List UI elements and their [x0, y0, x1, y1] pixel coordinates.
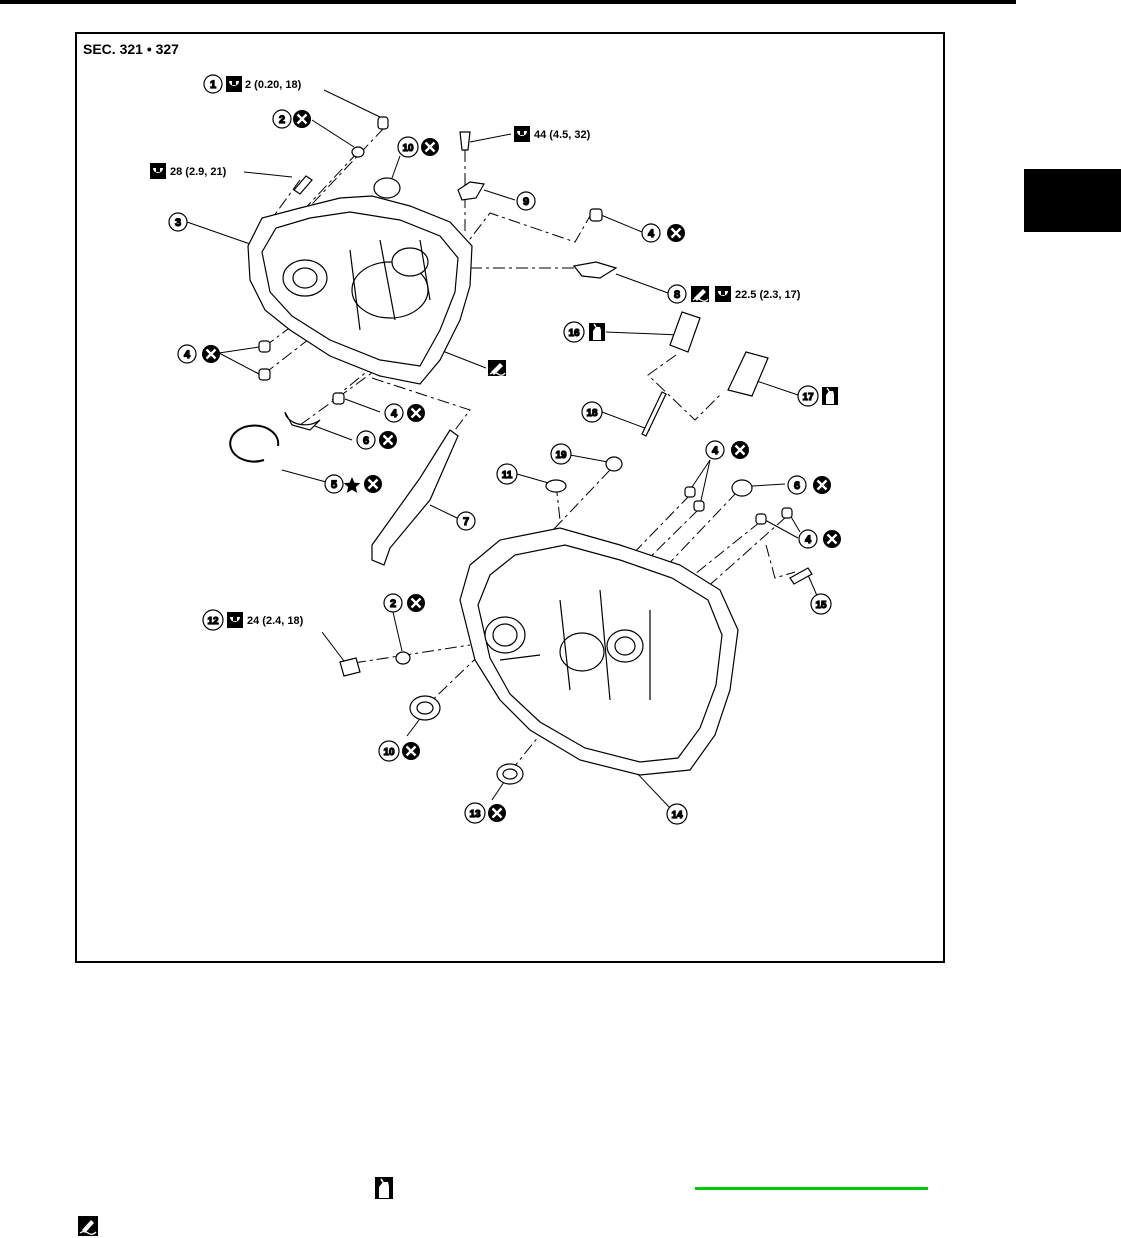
torque-label-bolt: 28 (2.9, 21) — [170, 166, 227, 178]
callout-2-lower: 2 — [383, 593, 403, 613]
clutch-housing — [247, 195, 473, 385]
transmission-case — [459, 527, 739, 776]
callout-6-b: 6 — [787, 475, 807, 495]
callout-6-a-label: 6 — [363, 435, 369, 447]
callout-15-label: 15 — [815, 600, 827, 611]
callout-5-label: 5 — [331, 479, 337, 491]
grease-tube-icon — [375, 1177, 393, 1199]
callout-10-lower: 10 — [378, 740, 400, 762]
callout-9: 9 — [516, 191, 536, 211]
callout-8-label: 8 — [674, 289, 680, 301]
callout-13-label: 13 — [469, 809, 481, 820]
callout-10-upper: 10 — [397, 136, 419, 158]
callout-2-lower-label: 2 — [390, 598, 396, 610]
callout-17: 17 — [797, 385, 819, 407]
callout-16: 16 — [563, 321, 585, 343]
callout-2-upper-label: 2 — [279, 114, 285, 126]
callout-8: 8 — [667, 284, 687, 304]
callout-10-upper-label: 10 — [402, 143, 414, 154]
callout-4-c-label: 4 — [391, 408, 398, 420]
reference-link-underline[interactable] — [695, 1187, 928, 1190]
callout-12: 12 — [202, 609, 224, 631]
callout-5: 5 — [324, 474, 344, 494]
diagram-frame — [75, 32, 945, 963]
callout-6-a: 6 — [356, 430, 376, 450]
star-icon — [343, 477, 361, 493]
callout-4-a-label: 4 — [648, 228, 655, 240]
callout-17-label: 17 — [802, 392, 814, 403]
callout-4-b-label: 4 — [184, 349, 191, 361]
torque-label-12: 24 (2.4, 18) — [247, 615, 304, 627]
callout-18: 18 — [581, 401, 603, 423]
torque-label-1: 2 (0.20, 18) — [245, 79, 302, 91]
callout-7: 7 — [456, 511, 476, 531]
callout-12-label: 12 — [207, 616, 219, 627]
callout-4-a: 4 — [641, 223, 661, 243]
callout-3: 3 — [168, 212, 188, 232]
callout-15: 15 — [810, 593, 832, 615]
callout-4-c: 4 — [384, 403, 404, 423]
callout-18-label: 18 — [586, 408, 598, 419]
callout-11: 11 — [496, 463, 518, 485]
liquid-gasket-icon — [78, 1216, 98, 1236]
small-parts — [229, 116, 813, 785]
callout-14-label: 14 — [671, 810, 683, 821]
callout-16-label: 16 — [568, 328, 580, 339]
header-rule — [0, 0, 1016, 4]
section-title: SEC. 321 • 327 — [83, 41, 179, 57]
callout-10-lower-label: 10 — [383, 747, 395, 758]
section-index-tab[interactable] — [1024, 169, 1121, 232]
torque-label-8: 22.5 (2.3, 17) — [735, 289, 801, 301]
callout-13: 13 — [464, 802, 486, 824]
callout-4-b: 4 — [177, 344, 197, 364]
callout-4-d: 4 — [705, 440, 725, 460]
callout-3-label: 3 — [175, 217, 181, 229]
torque-label-9-bolt: 44 (4.5, 32) — [534, 129, 591, 141]
callout-2-upper: 2 — [272, 109, 292, 129]
callout-4-e: 4 — [798, 529, 818, 549]
callout-9-label: 9 — [523, 196, 529, 208]
callout-19-label: 19 — [555, 450, 567, 461]
callout-1: 1 — [203, 74, 223, 94]
callout-11-label: 11 — [502, 470, 513, 481]
callout-1-label: 1 — [210, 79, 216, 91]
callout-7-label: 7 — [463, 516, 469, 528]
callout-4-d-label: 4 — [712, 445, 719, 457]
callout-14: 14 — [666, 803, 688, 825]
callout-4-e-label: 4 — [805, 534, 812, 546]
callout-19: 19 — [550, 443, 572, 465]
callout-6-b-label: 6 — [794, 480, 800, 492]
